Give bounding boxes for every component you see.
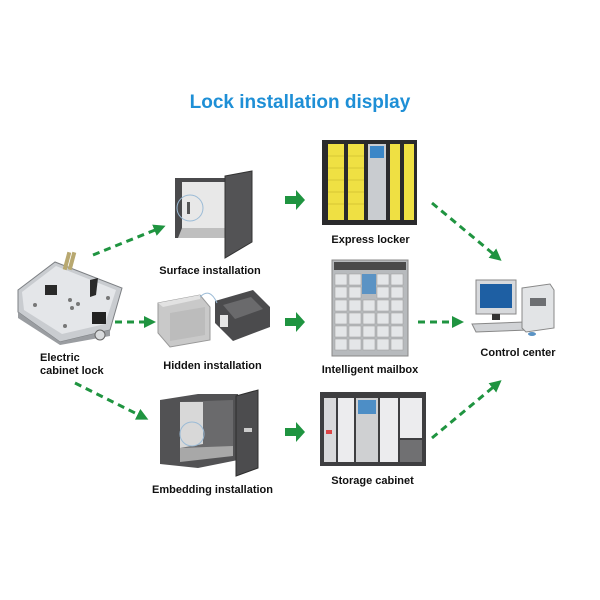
express-label: Express locker — [331, 234, 410, 246]
arrow-lock-to-embedding — [74, 381, 149, 420]
arrow-lock-to-surface — [92, 224, 166, 257]
mailbox-cell — [390, 299, 404, 312]
cabinet-embedded-icon — [160, 389, 259, 477]
mailbox-cell — [362, 299, 376, 312]
arrow-surface-to-express — [285, 190, 305, 210]
mailbox-cell — [334, 325, 348, 338]
mailbox-cell — [334, 286, 348, 299]
mailbox-cell — [376, 338, 390, 351]
mailbox-label: Intelligent mailbox — [321, 364, 419, 376]
mailbox-cell — [362, 325, 376, 338]
mailbox-cell — [376, 312, 390, 325]
arrow-hidden-to-mailbox — [285, 312, 305, 332]
arrow-express-to-control — [431, 201, 502, 261]
storage-label: Storage cabinet — [331, 475, 414, 487]
drawer-icon — [157, 290, 270, 348]
mailbox-cell — [376, 325, 390, 338]
arrow-storage-to-control — [431, 380, 502, 440]
mailbox-cell — [362, 312, 376, 325]
mailbox-cell — [390, 312, 404, 325]
electric-lock-icon — [17, 251, 123, 345]
mailbox-cell — [390, 273, 404, 286]
diagram-title: Lock installation display — [189, 92, 411, 113]
cabinet-open-door-icon — [175, 170, 253, 259]
control-label: Control center — [480, 347, 556, 359]
mailbox-cell — [334, 299, 348, 312]
mailbox-cell — [390, 325, 404, 338]
mailbox-cell — [334, 312, 348, 325]
mailbox-cell — [376, 299, 390, 312]
mailbox-cell — [348, 312, 362, 325]
lock-label-line1: Electric — [40, 352, 80, 364]
surface-label: Surface installation — [159, 265, 261, 277]
parcel-locker-icon — [322, 140, 417, 225]
mailbox-cell — [334, 338, 348, 351]
mailbox-cell — [348, 273, 362, 286]
mailbox-cell — [390, 338, 404, 351]
desktop-computer-icon — [471, 279, 555, 336]
mailbox-cell — [390, 286, 404, 299]
arrow-embedding-to-storage — [285, 422, 305, 442]
storage-cabinet-icon — [320, 392, 426, 466]
lock-label-line2: cabinet lock — [40, 365, 104, 377]
embedding-label: Embedding installation — [151, 484, 273, 496]
mailbox-cell — [348, 299, 362, 312]
mailbox-cell — [376, 273, 390, 286]
mailbox-cell — [348, 286, 362, 299]
mailbox-cell — [362, 338, 376, 351]
lock-label: Electric cabinet lock — [40, 352, 104, 378]
mailbox-cell — [348, 325, 362, 338]
mailbox-icon — [331, 259, 409, 357]
mailbox-cell — [334, 273, 348, 286]
mailbox-cell — [348, 338, 362, 351]
mailbox-cell — [376, 286, 390, 299]
hidden-label: Hidden installation — [163, 360, 262, 372]
